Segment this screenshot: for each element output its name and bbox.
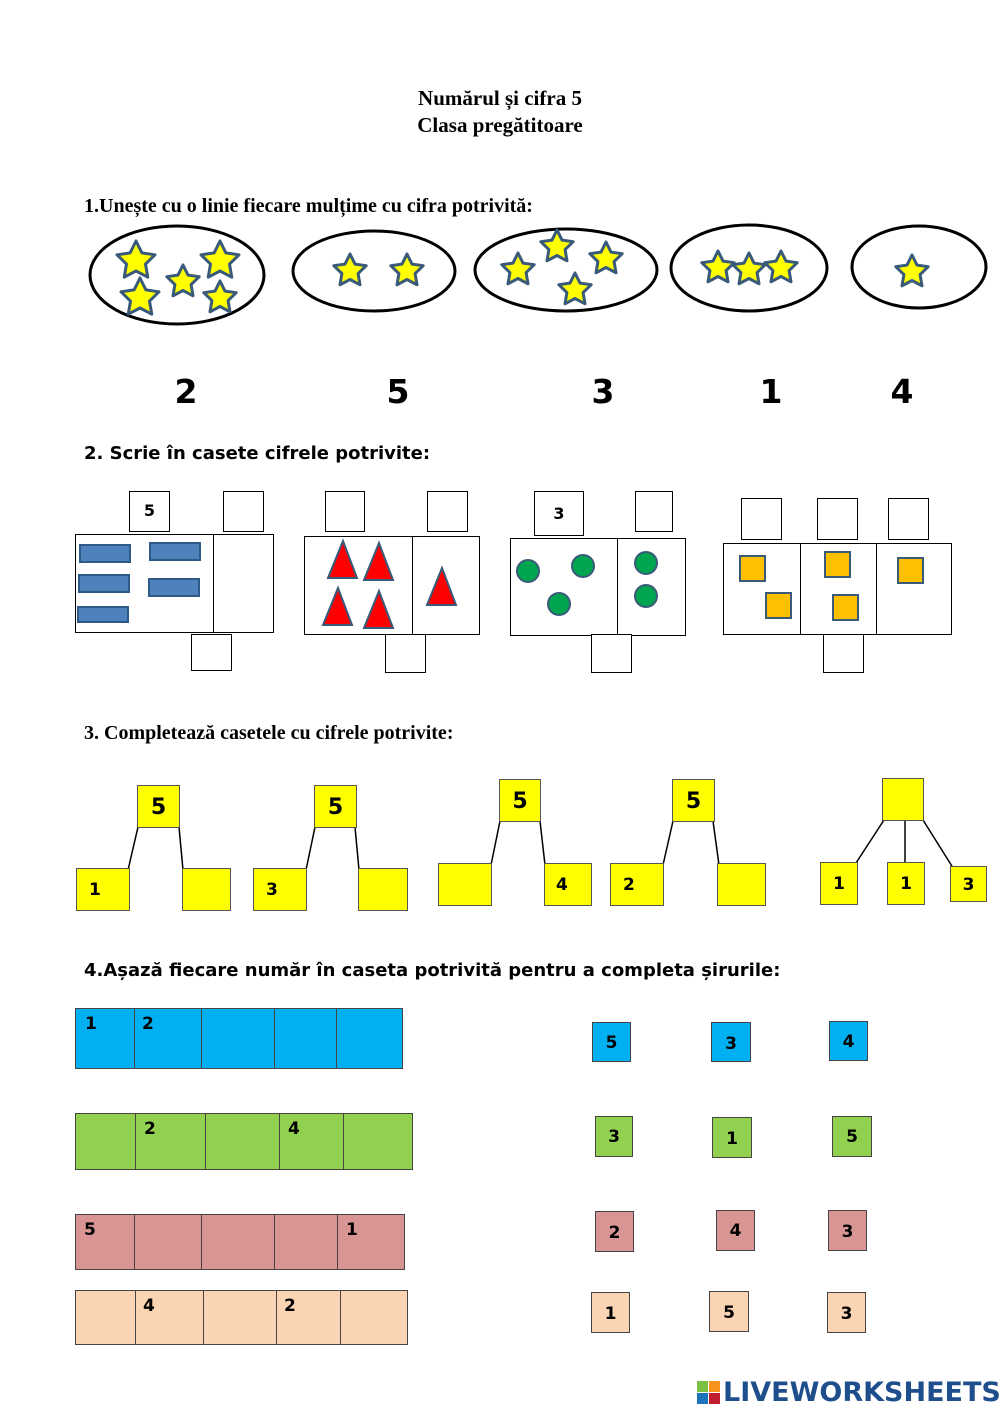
red-triangles bbox=[321, 538, 458, 629]
tree-top-box[interactable]: 5 bbox=[672, 779, 715, 822]
answer-box[interactable] bbox=[223, 491, 264, 532]
question-4-prompt: 4.Așază fiecare număr în caseta potrivit… bbox=[84, 960, 781, 981]
answer-box[interactable] bbox=[635, 491, 673, 532]
sequence-cell[interactable]: 2 bbox=[284, 1296, 296, 1316]
digit-option[interactable]: 5 bbox=[386, 372, 410, 411]
number-card[interactable]: 5 bbox=[709, 1291, 749, 1332]
sequence-cell[interactable]: 5 bbox=[84, 1220, 96, 1240]
tree-left-box[interactable]: 1 bbox=[76, 868, 130, 911]
digit-option[interactable]: 2 bbox=[174, 372, 198, 411]
answer-box[interactable] bbox=[191, 634, 232, 671]
group-frame bbox=[723, 543, 952, 635]
digit-option[interactable]: 3 bbox=[591, 372, 615, 411]
liveworksheets-logo-icon bbox=[697, 1381, 721, 1405]
number-card[interactable]: 4 bbox=[716, 1210, 755, 1251]
number-card[interactable]: 5 bbox=[832, 1116, 872, 1157]
sequence-cell[interactable]: 2 bbox=[144, 1119, 156, 1139]
tree-left-box[interactable]: 3 bbox=[253, 868, 307, 911]
tree-top-box[interactable] bbox=[882, 778, 924, 821]
number-card[interactable]: 1 bbox=[712, 1117, 752, 1158]
tree-right-box[interactable] bbox=[182, 868, 231, 911]
star-sets bbox=[88, 223, 988, 326]
sequence-strip: 2 4 bbox=[75, 1113, 413, 1170]
footer-brand: LIVEWORKSHEETS bbox=[723, 1377, 1000, 1408]
sequence-cell[interactable]: 2 bbox=[142, 1014, 154, 1034]
sequence-strip: 5 1 bbox=[75, 1214, 405, 1270]
group-frame bbox=[510, 538, 686, 636]
tree-top-box[interactable]: 5 bbox=[137, 785, 180, 828]
answer-box[interactable]: 3 bbox=[534, 491, 584, 536]
tree-right-box[interactable] bbox=[358, 868, 408, 911]
number-card[interactable]: 5 bbox=[592, 1022, 631, 1062]
number-card[interactable]: 3 bbox=[711, 1022, 751, 1062]
question-2-prompt: 2. Scrie în casete cifrele potrivite: bbox=[84, 443, 431, 464]
answer-box[interactable]: 5 bbox=[129, 491, 170, 532]
question-3-prompt: 3. Completează casetele cu cifrele potri… bbox=[84, 722, 454, 744]
number-card[interactable]: 3 bbox=[827, 1292, 866, 1333]
tree-part-box[interactable]: 1 bbox=[887, 862, 925, 905]
answer-box[interactable] bbox=[427, 491, 468, 532]
group-frame bbox=[75, 534, 274, 633]
set-one-star[interactable] bbox=[850, 224, 988, 310]
number-card[interactable]: 3 bbox=[828, 1210, 867, 1251]
sequence-cell[interactable]: 1 bbox=[85, 1014, 97, 1034]
number-card[interactable]: 4 bbox=[829, 1021, 868, 1061]
sequence-cell[interactable]: 4 bbox=[288, 1119, 300, 1139]
number-card[interactable]: 2 bbox=[595, 1211, 634, 1252]
answer-box[interactable] bbox=[823, 634, 864, 673]
tree-right-box[interactable]: 4 bbox=[544, 863, 592, 906]
number-tree-lines bbox=[127, 819, 956, 872]
answer-box[interactable] bbox=[325, 491, 365, 532]
page-subtitle: Clasa pregătitoare bbox=[417, 113, 583, 137]
green-circles bbox=[516, 551, 658, 616]
answer-box[interactable] bbox=[741, 498, 782, 540]
number-card[interactable]: 3 bbox=[595, 1116, 633, 1157]
set-three-stars[interactable] bbox=[669, 223, 829, 313]
sequence-cell[interactable]: 4 bbox=[143, 1296, 155, 1316]
tree-part-box[interactable]: 1 bbox=[820, 862, 858, 905]
number-card[interactable]: 1 bbox=[591, 1292, 630, 1333]
group-frame bbox=[304, 536, 480, 635]
answer-box[interactable] bbox=[385, 634, 426, 673]
tree-top-box[interactable]: 5 bbox=[314, 785, 357, 828]
set-two-stars[interactable] bbox=[291, 229, 457, 313]
tree-right-box[interactable] bbox=[717, 863, 766, 906]
blue-rectangles bbox=[77, 542, 201, 623]
tree-left-box[interactable] bbox=[438, 863, 492, 906]
digit-option[interactable]: 1 bbox=[759, 372, 783, 411]
set-five-stars[interactable] bbox=[88, 224, 266, 326]
answer-box[interactable] bbox=[591, 634, 632, 673]
page-title: Numărul și cifra 5 bbox=[418, 86, 582, 110]
sequence-cell[interactable]: 1 bbox=[346, 1220, 358, 1240]
answer-box[interactable] bbox=[888, 498, 929, 540]
answer-box[interactable] bbox=[817, 498, 858, 540]
tree-left-box[interactable]: 2 bbox=[610, 863, 664, 906]
digit-option[interactable]: 4 bbox=[890, 372, 914, 411]
orange-squares bbox=[739, 551, 924, 621]
tree-part-box[interactable]: 3 bbox=[950, 866, 987, 902]
tree-top-box[interactable]: 5 bbox=[499, 779, 541, 822]
set-four-stars[interactable] bbox=[473, 227, 659, 313]
question-1-prompt: 1.Unește cu o linie fiecare mulțime cu c… bbox=[84, 195, 533, 217]
sequence-strip: 4 2 bbox=[75, 1290, 408, 1345]
sequence-strip: 1 2 bbox=[75, 1008, 403, 1069]
